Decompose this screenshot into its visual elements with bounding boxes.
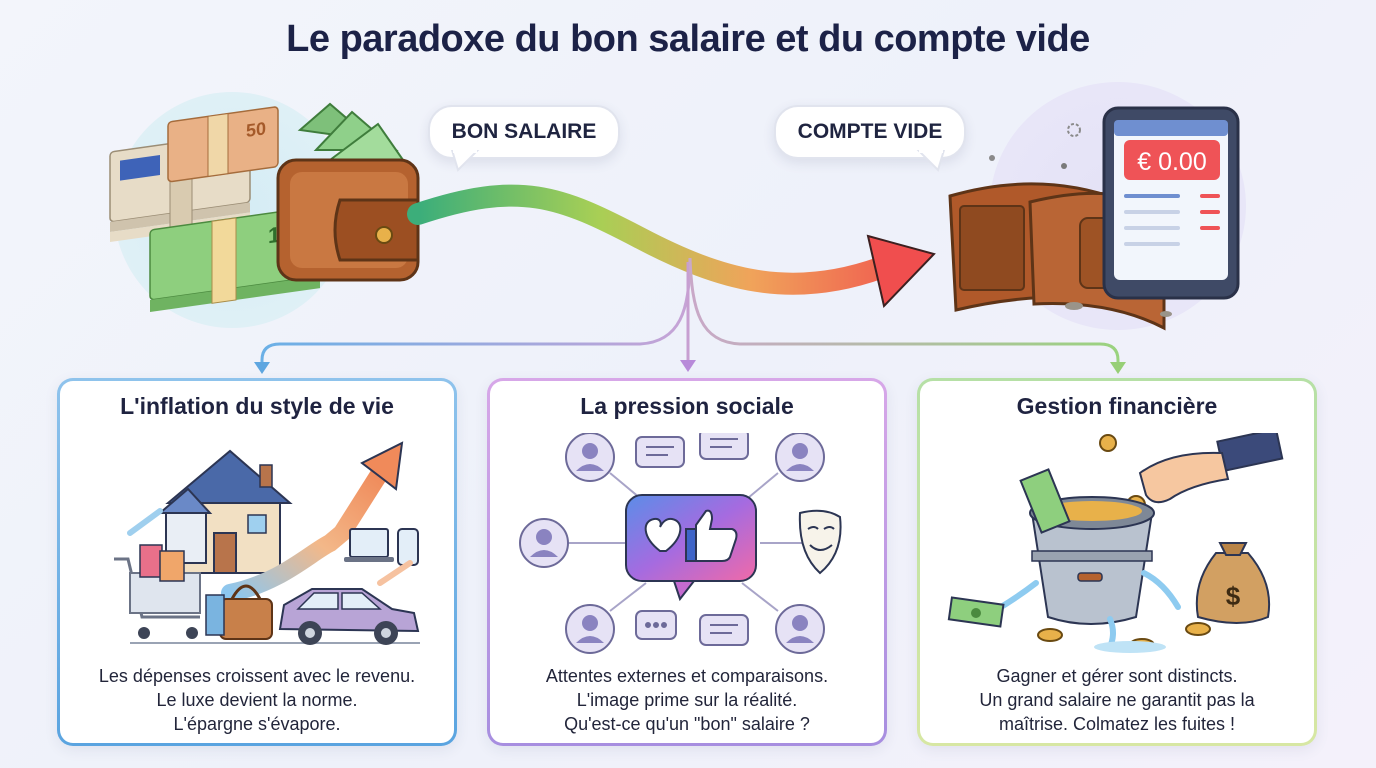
card-line: L'image prime sur la réalité. xyxy=(576,690,798,710)
card-line: maîtrise. Colmatez les fuites ! xyxy=(998,714,1236,734)
card-financial-management: Gestion financière xyxy=(917,378,1317,746)
money-bag-symbol: $ xyxy=(1226,581,1241,611)
card-line: Attentes externes et comparaisons. xyxy=(545,666,829,686)
card-line: Gagner et gérer sont distincts. xyxy=(996,666,1238,686)
shopping-cart-icon xyxy=(114,544,201,639)
card-description: Les dépenses croissent avec le revenu. L… xyxy=(70,664,444,736)
laptop-icon xyxy=(344,528,394,562)
social-pressure-illustration xyxy=(519,433,842,654)
like-heart-icon xyxy=(625,494,757,602)
main-arrow-head xyxy=(866,234,936,309)
money-bag-icon: $ xyxy=(1195,542,1271,624)
card-line: Le luxe devient la norme. xyxy=(156,690,358,710)
financial-management-illustration: $ xyxy=(947,433,1284,653)
card-line: Un grand salaire ne garantit pas la xyxy=(979,690,1255,710)
tablet-icon: € 0.00 xyxy=(1102,106,1240,300)
bubble-compte-vide-label: COMPTE VIDE xyxy=(797,120,943,143)
theater-mask-icon xyxy=(798,509,842,575)
branch-arrow-right xyxy=(1110,362,1126,374)
card-description: Attentes externes et comparaisons. L'ima… xyxy=(500,664,874,736)
user-avatar-icon xyxy=(519,433,825,654)
small-arrow-icon xyxy=(377,560,413,586)
branch-arrow-middle xyxy=(680,360,696,372)
card-line: Les dépenses croissent avec le revenu. xyxy=(98,666,416,686)
handbag-icon xyxy=(205,584,273,640)
card-title: Gestion financière xyxy=(1016,393,1218,419)
hand-icon xyxy=(1138,433,1284,504)
top-illustration: 50 100 xyxy=(109,82,1246,374)
balance-badge xyxy=(1124,140,1220,180)
banknote-50-label: 50 xyxy=(246,118,266,141)
card-title: L'inflation du style de vie xyxy=(120,393,394,419)
main-arrow xyxy=(407,184,891,295)
card-description: Gagner et gérer sont distincts. Un grand… xyxy=(930,664,1304,736)
lifestyle-illustration xyxy=(114,441,420,645)
card-social-pressure: La pression sociale xyxy=(487,378,887,746)
leaky-bucket-icon xyxy=(977,496,1181,653)
bubble-tail-left xyxy=(450,150,480,172)
balance-amount: € 0.00 xyxy=(1137,148,1207,176)
bubble-bon-salaire-label: BON SALAIRE xyxy=(451,120,597,143)
page-title: Le paradoxe du bon salaire et du compte … xyxy=(286,18,1090,60)
small-arrow-icon xyxy=(127,508,163,536)
rising-arrow-head xyxy=(360,441,404,491)
chat-bubble-icon xyxy=(635,433,749,646)
car-icon xyxy=(278,588,420,645)
branch-arrow-left xyxy=(254,362,270,374)
branch-connector-right xyxy=(688,257,1120,366)
card-line: L'épargne s'évapore. xyxy=(173,714,341,734)
bubble-tail-right xyxy=(916,150,946,172)
full-wallet-icon xyxy=(276,102,420,282)
card-title: La pression sociale xyxy=(580,393,794,419)
card-lifestyle-inflation: L'inflation du style de vie xyxy=(57,378,457,746)
phone-icon xyxy=(397,528,419,566)
house-icon xyxy=(157,449,293,574)
card-line: Qu'est-ce qu'un "bon" salaire ? xyxy=(564,714,810,734)
banknote-icon xyxy=(947,468,1071,628)
